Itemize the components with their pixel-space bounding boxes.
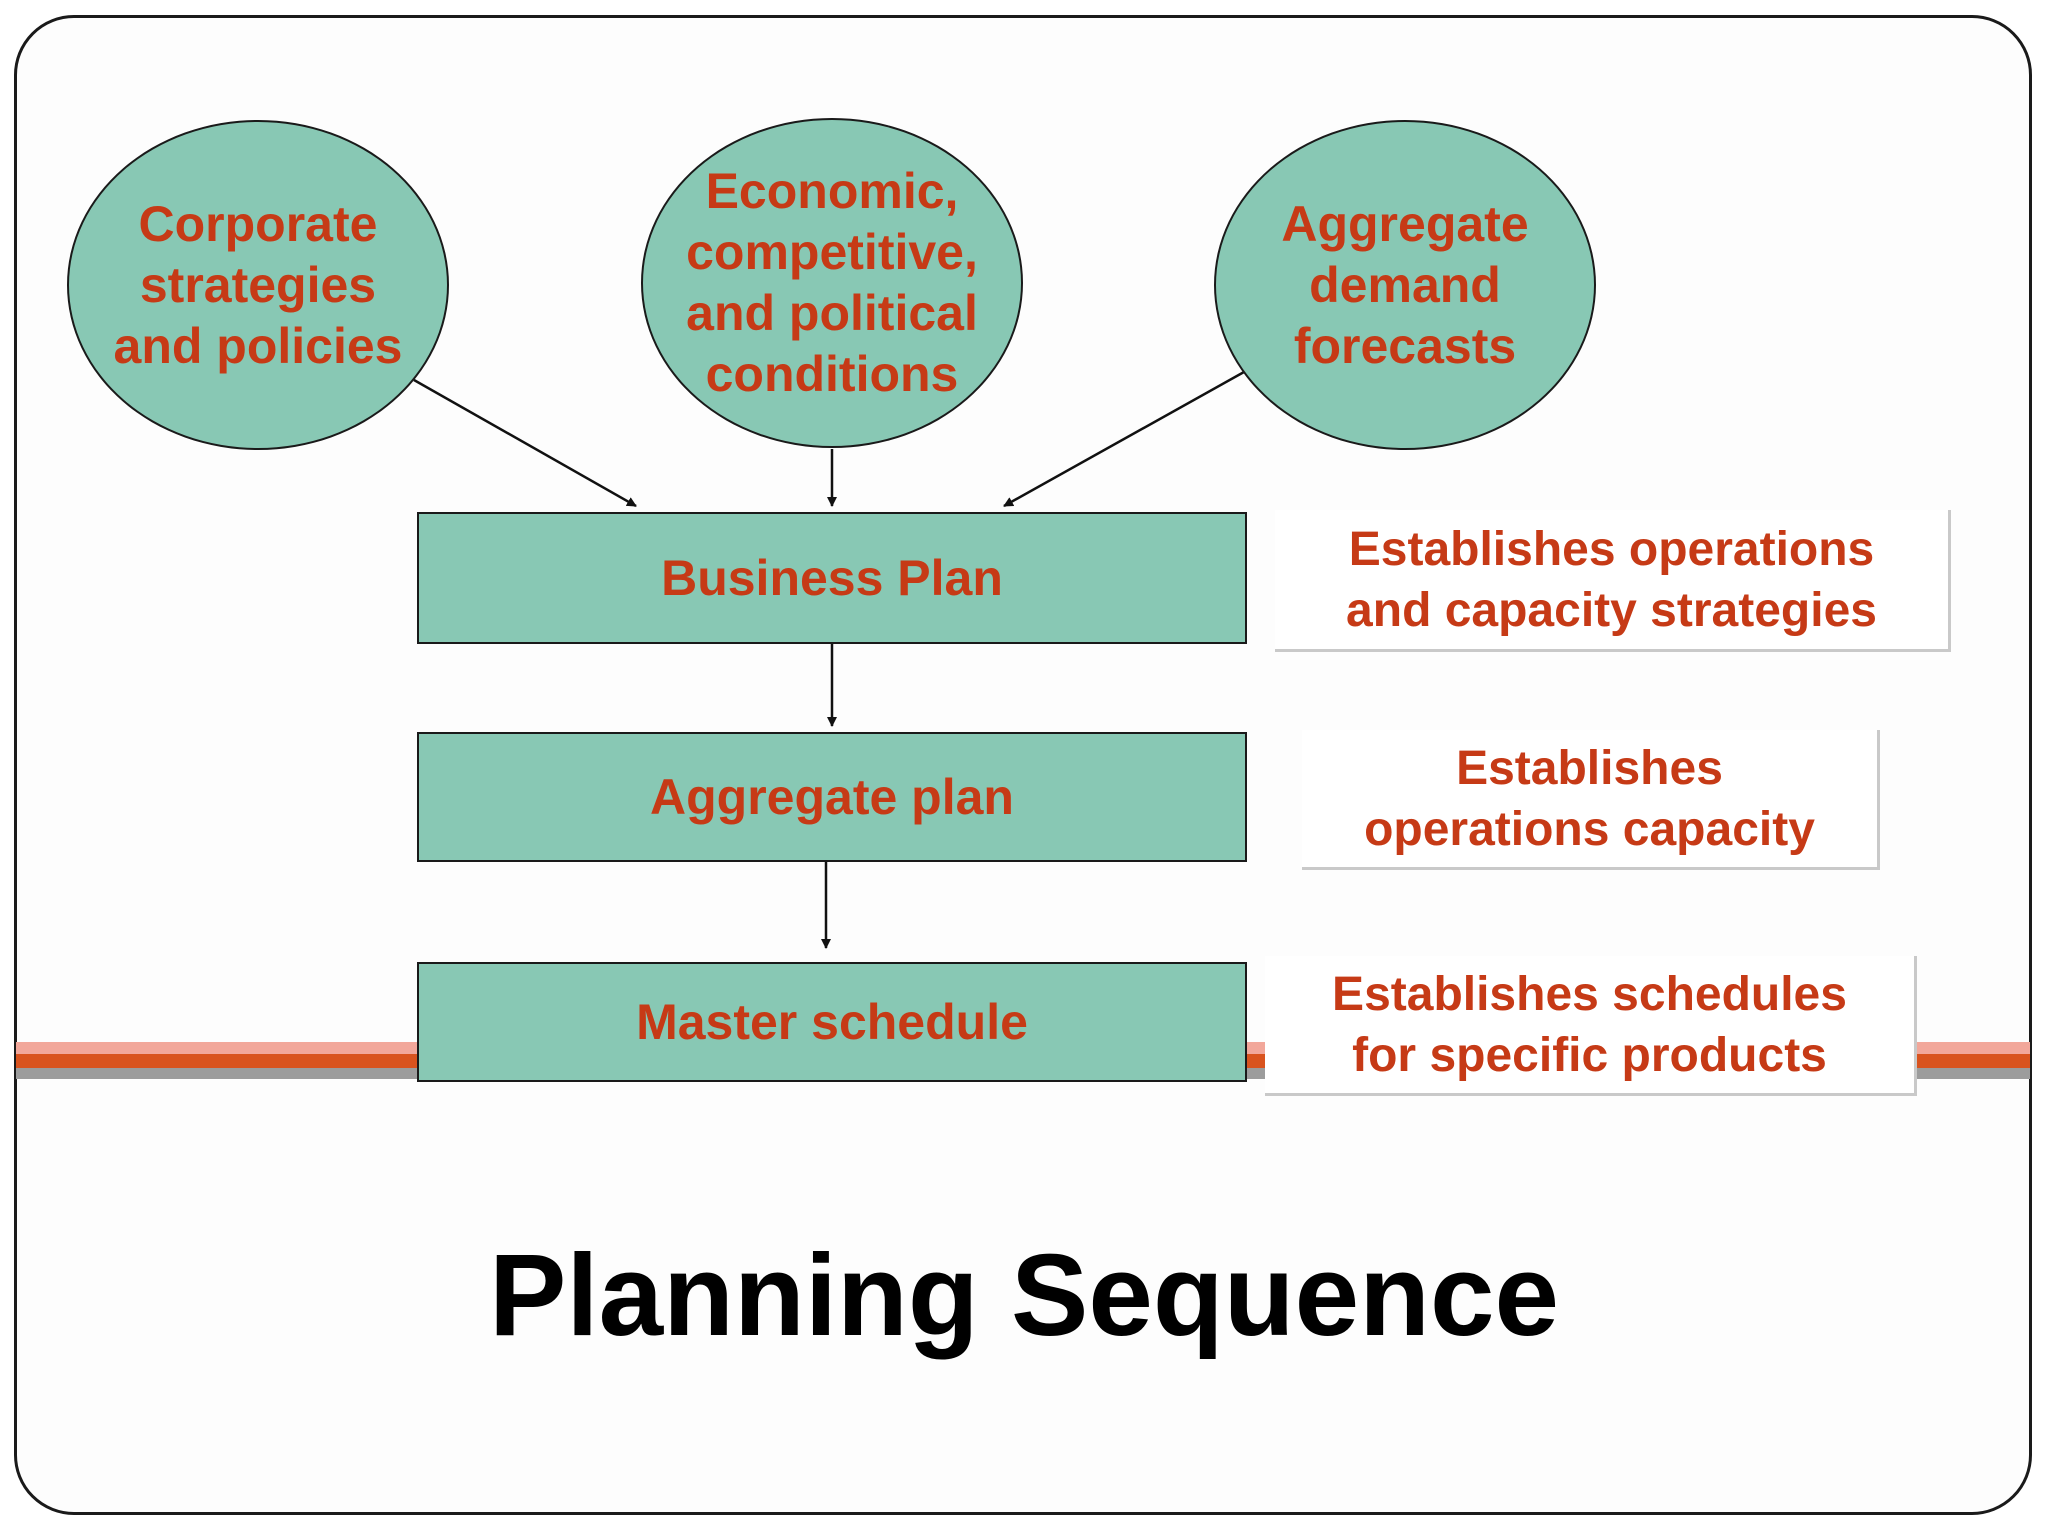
- input-node-label: Corporate strategies and policies: [113, 195, 403, 374]
- input-node-demand-forecasts: Aggregate demand forecasts: [1214, 120, 1596, 450]
- plan-box-aggregate-plan: Aggregate plan: [417, 732, 1247, 862]
- plan-box-business-plan: Business Plan: [417, 512, 1247, 644]
- input-node-label: Aggregate demand forecasts: [1281, 195, 1529, 374]
- input-node-corporate-strategies: Corporate strategies and policies: [67, 120, 449, 450]
- slide-title: Planning Sequence: [489, 1230, 1559, 1360]
- note-text: Establishes operations and capacity stra…: [1346, 522, 1877, 637]
- plan-box-label: Aggregate plan: [650, 769, 1014, 825]
- arrow-forecasts-to-business: [1003, 370, 1245, 508]
- input-node-label: Economic, competitive, and political con…: [686, 163, 978, 402]
- note-text: Establishes operations capacity: [1364, 741, 1815, 856]
- plan-box-label: Business Plan: [661, 550, 1003, 606]
- plan-box-master-schedule: Master schedule: [417, 962, 1247, 1082]
- plan-box-label: Master schedule: [636, 994, 1028, 1050]
- note-aggregate-plan: Establishes operations capacity: [1302, 730, 1880, 870]
- arrow-corporate-to-business: [413, 378, 637, 508]
- note-text: Establishes schedules for specific produ…: [1332, 967, 1847, 1082]
- note-master-schedule: Establishes schedules for specific produ…: [1265, 956, 1917, 1096]
- input-node-economic-conditions: Economic, competitive, and political con…: [641, 118, 1023, 448]
- note-business-plan: Establishes operations and capacity stra…: [1275, 510, 1951, 652]
